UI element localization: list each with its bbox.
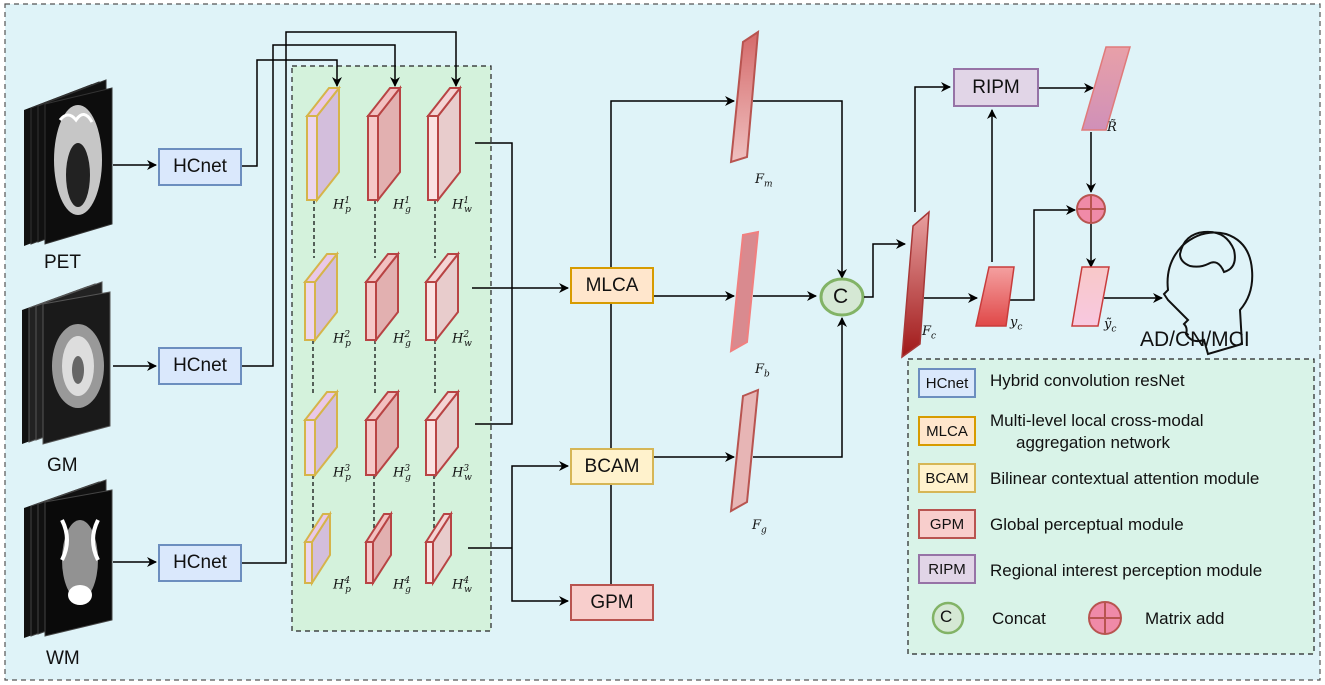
label-h-g-3: H3g bbox=[393, 464, 411, 483]
bcam-module: BCAM bbox=[570, 448, 654, 485]
output-label: AD/CN/MCI bbox=[1140, 328, 1250, 351]
feature-fc bbox=[901, 210, 930, 359]
label-h-p-4: H4p bbox=[333, 576, 351, 595]
gpm-module: GPM bbox=[570, 584, 654, 621]
matrix-add-node bbox=[1076, 194, 1106, 224]
hcnet-pet: HCnet bbox=[158, 148, 242, 186]
feature-block-p-1 bbox=[304, 85, 342, 203]
feature-block-p-3 bbox=[302, 389, 340, 478]
hcnet-gm: HCnet bbox=[158, 347, 242, 385]
input-label-wm: WM bbox=[46, 648, 80, 669]
feature-block-g-4 bbox=[364, 510, 393, 587]
legend-key-hcnet: HCnet bbox=[918, 368, 976, 398]
feature-block-g-2 bbox=[363, 251, 401, 343]
legend-key-bcam: BCAM bbox=[918, 463, 976, 493]
feature-fm bbox=[729, 30, 760, 164]
feature-block-w-2 bbox=[423, 251, 461, 343]
label-h-w-4: H4w bbox=[452, 576, 472, 595]
feature-block-p-4 bbox=[303, 510, 332, 587]
mlca-module: MLCA bbox=[570, 267, 654, 304]
feature-y-tilde bbox=[1071, 266, 1110, 327]
label-y-tilde: ỹc bbox=[1104, 317, 1117, 335]
feature-block-g-3 bbox=[363, 389, 401, 478]
concat-node bbox=[819, 277, 865, 317]
feature-yc bbox=[975, 266, 1015, 327]
legend-key-mlca: MLCA bbox=[918, 416, 976, 446]
label-fm: Fm bbox=[755, 172, 773, 190]
legend-text-matrix-add: Matrix add bbox=[1145, 609, 1225, 628]
ripm-module: RIPM bbox=[953, 68, 1039, 107]
feature-block-w-1 bbox=[425, 85, 463, 203]
feature-blocks bbox=[302, 85, 463, 587]
legend-text-bcam: Bilinear contextual attention module bbox=[990, 469, 1260, 488]
label-h-g-2: H2g bbox=[393, 330, 411, 349]
legend-text-mlca: Multi-level local cross-modal bbox=[990, 411, 1204, 430]
legend-concat-letter: C bbox=[940, 607, 953, 626]
legend-key-ripm: RIPM bbox=[918, 554, 976, 584]
label-h-w-3: H3w bbox=[452, 464, 472, 483]
label-h-w-1: H1w bbox=[452, 196, 472, 215]
wm-image-stack bbox=[24, 479, 113, 638]
label-h-p-1: H1p bbox=[333, 196, 351, 215]
label-h-p-2: H2p bbox=[333, 330, 351, 349]
label-h-g-4: H4g bbox=[393, 576, 411, 595]
feature-block-p-2 bbox=[302, 251, 340, 343]
legend-concat-icon bbox=[931, 601, 965, 635]
head-brain-icon bbox=[1162, 230, 1254, 356]
legend-text-mlca-2: aggregation network bbox=[1016, 433, 1171, 452]
feature-r-tilde bbox=[1081, 46, 1131, 131]
label-h-w-2: H2w bbox=[452, 330, 472, 349]
legend-matrix-add-icon bbox=[1088, 601, 1122, 635]
label-fc: Fc bbox=[922, 324, 937, 342]
hcnet-wm: HCnet bbox=[158, 544, 242, 582]
label-yc: yc bbox=[1010, 315, 1023, 333]
feature-fg bbox=[729, 388, 760, 513]
feature-block-w-4 bbox=[424, 510, 453, 587]
feature-block-g-1 bbox=[365, 85, 403, 203]
legend-text-concat: Concat bbox=[992, 609, 1046, 628]
label-h-p-3: H3p bbox=[333, 464, 351, 483]
gm-image-stack bbox=[22, 281, 111, 445]
legend-key-gpm: GPM bbox=[918, 509, 976, 539]
label-fb: Fb bbox=[755, 362, 770, 380]
legend-text-ripm: Regional interest perception module bbox=[990, 561, 1263, 580]
label-h-g-1: H1g bbox=[393, 196, 411, 215]
input-label-gm: GM bbox=[47, 455, 78, 476]
legend-text-hcnet: Hybrid convolution resNet bbox=[990, 371, 1185, 390]
legend-text-gpm: Global perceptual module bbox=[990, 515, 1184, 534]
label-fg: Fg bbox=[752, 518, 767, 536]
pet-image-stack bbox=[24, 79, 113, 246]
feature-fb bbox=[729, 230, 760, 353]
input-label-pet: PET bbox=[44, 252, 81, 273]
feature-block-w-3 bbox=[423, 389, 461, 478]
label-r-tilde: R̃ bbox=[1107, 120, 1117, 135]
concat-label: C bbox=[833, 285, 849, 308]
